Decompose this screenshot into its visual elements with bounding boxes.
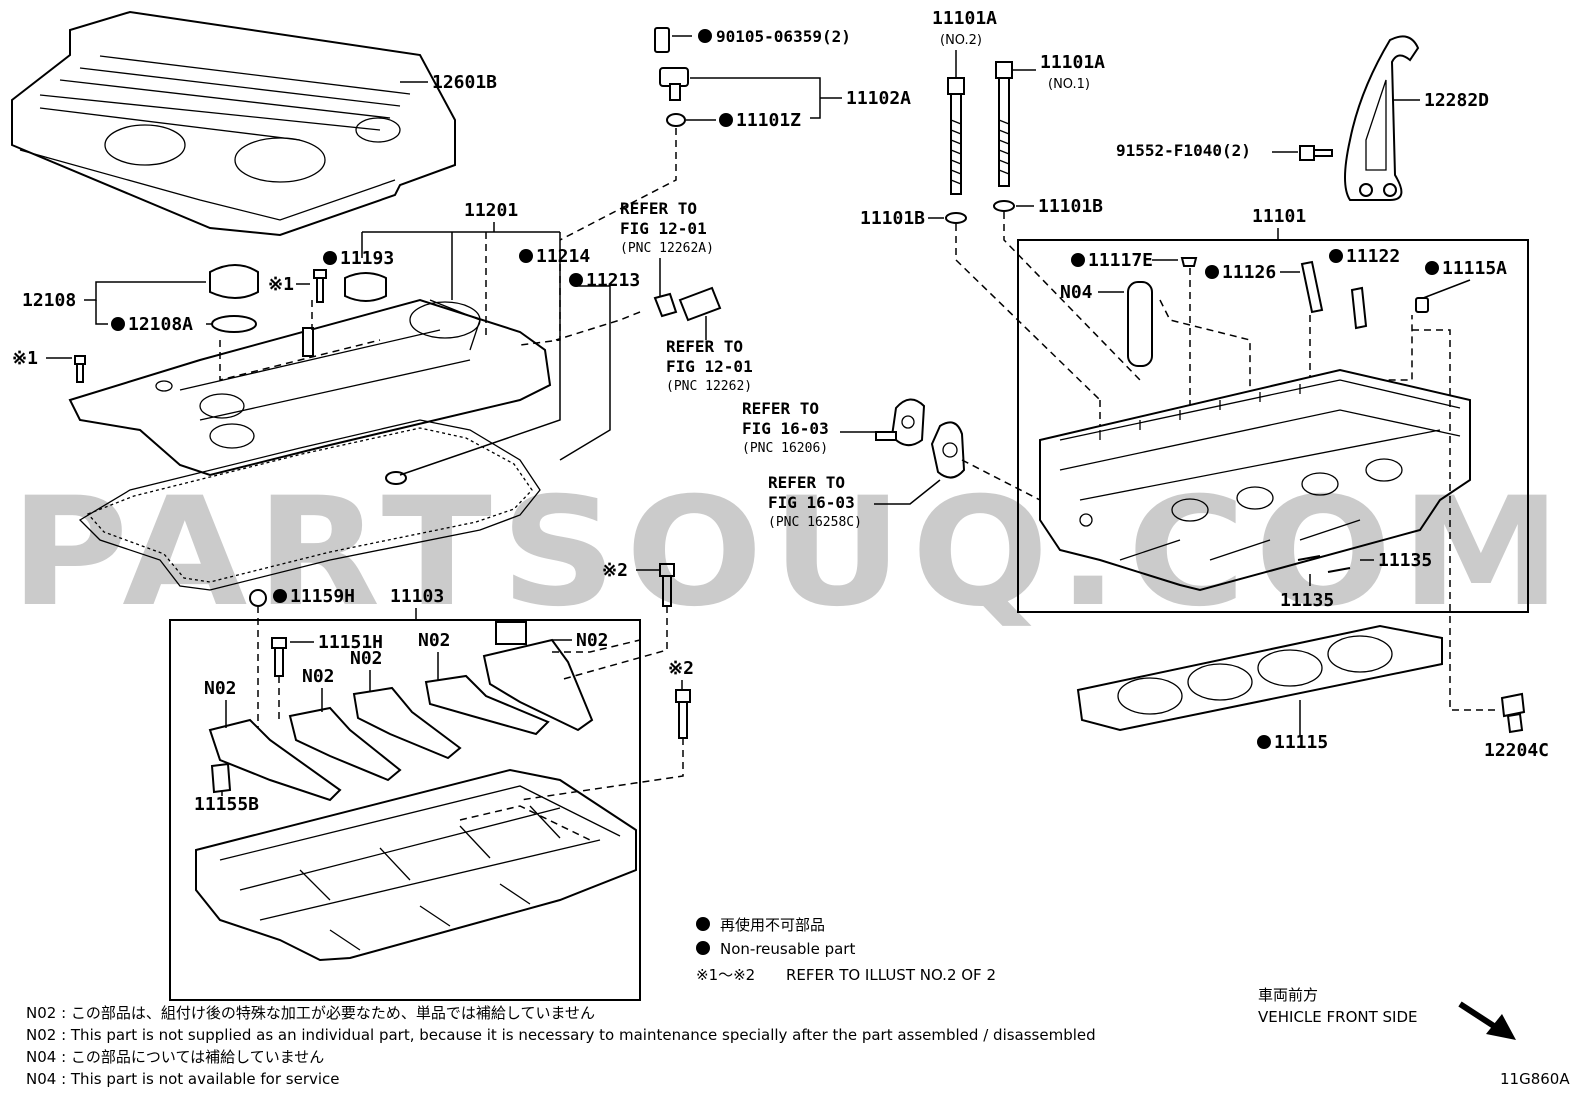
- part-label-11103[interactable]: 11103: [390, 586, 444, 607]
- part-label-11155B[interactable]: 11155B: [194, 794, 259, 815]
- part-label-11159H[interactable]: 11159H: [290, 586, 355, 607]
- part-label-11122[interactable]: 11122: [1346, 246, 1400, 267]
- part-label-11101Z[interactable]: 11101Z: [736, 110, 801, 131]
- water-outlet-illustration: [875, 398, 966, 479]
- mark-2-lower: ※2: [668, 658, 694, 679]
- part-label-12204C[interactable]: 12204C: [1484, 740, 1549, 761]
- pcv-hose-illustration: [653, 286, 722, 322]
- ref-fig-16-03-a-line3: (PNC 16206): [742, 441, 828, 456]
- ref-fig-12-01-a-line2: FIG 12-01: [620, 219, 707, 238]
- part-label-11115A[interactable]: 11115A: [1442, 258, 1507, 279]
- part-label-91552-F1040[interactable]: 91552-F1040(2): [1116, 141, 1251, 160]
- part-label-12108A[interactable]: 12108A: [128, 314, 193, 335]
- legend-en: Non-reusable part: [720, 940, 855, 958]
- part-label-11117E[interactable]: 11117E: [1088, 250, 1153, 271]
- cam-housing-illustration: [195, 768, 637, 962]
- ref-fig-12-01-a-line3: (PNC 12262A): [620, 241, 714, 256]
- front-direction-arrow-icon: [1458, 1001, 1516, 1040]
- part-label-N02-d[interactable]: N02: [302, 666, 335, 687]
- part-label-11213[interactable]: 11213: [586, 270, 640, 291]
- note-n02-jp: N02 : この部品は、組付け後の特殊な加工が必要なため、単品では補給していませ…: [26, 1004, 595, 1022]
- cam-caps-illustration: [208, 621, 594, 802]
- ref-fig-16-03-a-line1: REFER TO: [742, 399, 819, 418]
- part-label-12108[interactable]: 12108: [22, 290, 76, 311]
- mark-1-left: ※1: [12, 348, 38, 369]
- ref-fig-16-03-b-line2: FIG 16-03: [768, 493, 855, 512]
- cylinder-head-small-parts: [1127, 257, 1429, 367]
- part-label-N02-b[interactable]: N02: [576, 630, 609, 651]
- mark-2-bolt-lower: [675, 689, 691, 739]
- non-reusable-dot: [698, 29, 712, 43]
- figure-code: 11G860A: [1500, 1070, 1570, 1088]
- part-label-11115[interactable]: 11115: [1274, 732, 1328, 753]
- part-sub-no2: (NO.2): [940, 33, 982, 48]
- note-n02-en: N02 : This part is not supplied as an in…: [26, 1026, 1096, 1044]
- part-label-11201[interactable]: 11201: [464, 200, 518, 221]
- part-label-11101A-no2[interactable]: 11101A: [932, 8, 997, 29]
- ref-fig-12-01-b-line3: (PNC 12262): [666, 379, 752, 394]
- part-label-90105-06359[interactable]: 90105-06359(2): [716, 27, 851, 46]
- mark-2-top: ※2: [602, 560, 628, 581]
- legend-marks-text: REFER TO ILLUST NO.2 OF 2: [786, 966, 996, 984]
- part-label-11151H[interactable]: 11151H: [318, 632, 383, 653]
- part-label-N02-c[interactable]: N02: [350, 648, 383, 669]
- cylinder-head-box: [1017, 239, 1529, 613]
- ref-fig-16-03-b-line1: REFER TO: [768, 473, 845, 492]
- part-label-N02-a[interactable]: N02: [418, 630, 451, 651]
- engine-cover-illustration: [11, 10, 456, 237]
- valve-cover-illustration: [68, 264, 552, 477]
- legend-jp: 再使用不可部品: [720, 916, 825, 934]
- part-label-11101A-no1[interactable]: 11101A: [1040, 52, 1105, 73]
- ref-fig-12-01-b-line2: FIG 12-01: [666, 357, 753, 376]
- part-label-12601B[interactable]: 12601B: [432, 72, 497, 93]
- ref-fig-16-03-b-line3: (PNC 16258C): [768, 515, 862, 530]
- part-label-11126[interactable]: 11126: [1222, 262, 1276, 283]
- part-label-11214[interactable]: 11214: [536, 246, 590, 267]
- ref-fig-12-01-a-line1: REFER TO: [620, 199, 697, 218]
- part-label-11101B-left[interactable]: 11101B: [860, 208, 925, 229]
- head-bolts-illustration: [945, 61, 1015, 224]
- part-sub-no1: (NO.1): [1048, 77, 1090, 92]
- cam-housing-bolt: [271, 637, 287, 677]
- sensor-illustration: [654, 27, 689, 127]
- part-label-12282D[interactable]: 12282D: [1424, 90, 1489, 111]
- watermark: PARTSOUQ.COM: [10, 466, 1570, 640]
- direction-jp: 車両前方: [1258, 986, 1318, 1004]
- part-label-11102A[interactable]: 11102A: [846, 88, 911, 109]
- direction-en: VEHICLE FRONT SIDE: [1258, 1008, 1418, 1026]
- head-gasket-illustration: [1076, 624, 1443, 732]
- part-label-N04[interactable]: N04: [1060, 282, 1093, 303]
- cam-housing-box: [169, 619, 641, 1001]
- part-label-11193[interactable]: 11193: [340, 248, 394, 269]
- legend-marks: ※1～※2: [696, 966, 755, 984]
- engine-hanger-illustration: [1299, 35, 1420, 201]
- part-label-11135-right[interactable]: 11135: [1378, 550, 1432, 571]
- note-n04-en: N04 : This part is not available for ser…: [26, 1070, 340, 1088]
- note-n04-jp: N04 : この部品については補給していません: [26, 1048, 324, 1066]
- cylinder-head-illustration: [1039, 368, 1471, 592]
- part-label-N02-e[interactable]: N02: [204, 678, 237, 699]
- part-label-11101B-right[interactable]: 11101B: [1038, 196, 1103, 217]
- ref-fig-12-01-b-line1: REFER TO: [666, 337, 743, 356]
- part-label-11101[interactable]: 11101: [1252, 206, 1306, 227]
- part-label-11135-bottom[interactable]: 11135: [1280, 590, 1334, 611]
- mark-1-top: ※1: [268, 274, 294, 295]
- plug-12204C-illustration: [1500, 692, 1526, 734]
- ref-fig-16-03-a-line2: FIG 16-03: [742, 419, 829, 438]
